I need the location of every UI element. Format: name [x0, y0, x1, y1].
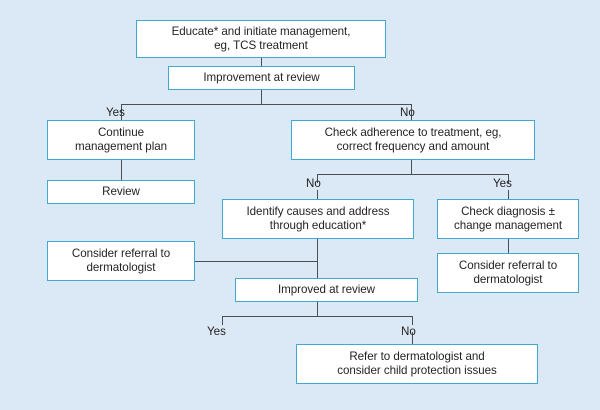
- connector-adherence-yes-drop: [508, 174, 510, 183]
- connector-improvement-split-bar: [121, 104, 412, 106]
- node-continue-management-plan[interactable]: Continue management plan: [47, 120, 195, 160]
- node-identify-line2: through education*: [269, 219, 367, 232]
- connector-improvement-no-drop: [411, 104, 413, 113]
- branch-label-adherence-no: No: [306, 177, 321, 190]
- node-refer-child-line2: consider child protection issues: [337, 364, 497, 377]
- branch-label-adherence-yes: Yes: [493, 177, 512, 190]
- node-adherence-line1: Check adherence to treatment, eg,: [324, 125, 502, 139]
- node-continue-line2: management plan: [74, 140, 168, 153]
- node-referral-left-line2: dermatologist: [86, 261, 156, 274]
- node-adherence-line2: correct frequency and amount: [336, 140, 490, 153]
- connector-improvement-no-stem: [411, 112, 413, 120]
- connector-improved-no-stem: [412, 332, 414, 344]
- connector-improvement-down: [261, 90, 263, 105]
- connector-improvement-yes-stem: [121, 112, 123, 120]
- connector-adherence-no-stem: [317, 190, 319, 199]
- connector-continue-to-review: [121, 160, 123, 180]
- node-improved-at-review[interactable]: Improved at review: [235, 278, 418, 302]
- node-identify-causes[interactable]: Identify causes and address through educ…: [222, 199, 414, 239]
- node-educate-initiate-management[interactable]: Educate* and initiate management, eg, TC…: [136, 20, 386, 58]
- connector-improved-down: [317, 302, 319, 317]
- node-improvement-at-review[interactable]: Improvement at review: [168, 66, 355, 90]
- connector-educate-to-improvement: [261, 58, 263, 66]
- node-consider-referral-left[interactable]: Consider referral to dermatologist: [47, 241, 195, 281]
- node-refer-dermatologist-child-protection[interactable]: Refer to dermatologist and consider chil…: [296, 344, 538, 384]
- node-improved-line1: Improved at review: [277, 282, 376, 296]
- connector-referral-left-to-spine: [195, 261, 318, 263]
- connector-adherence-yes-stem: [508, 190, 510, 199]
- connector-identify-to-improved: [317, 239, 319, 280]
- node-educate-line2: eg, TCS treatment: [214, 39, 308, 52]
- connector-improved-yes-drop: [222, 316, 224, 325]
- node-referral-right-line1: Consider referral to: [458, 258, 558, 272]
- node-improvement-line1: Improvement at review: [203, 70, 320, 84]
- node-referral-right-line2: dermatologist: [473, 273, 543, 286]
- node-refer-child-line1: Refer to dermatologist and: [349, 349, 485, 363]
- node-educate-line1: Educate* and initiate management,: [171, 24, 351, 38]
- branch-label-improved-yes: Yes: [207, 325, 226, 338]
- connector-diagnosis-to-referral-right: [508, 239, 510, 253]
- connector-adherence-no-drop: [317, 174, 319, 183]
- branch-label-improvement-yes: Yes: [106, 106, 125, 119]
- node-referral-left-line1: Consider referral to: [71, 246, 171, 260]
- connector-adherence-split-bar: [317, 174, 509, 176]
- node-diagnosis-line1: Check diagnosis ±: [461, 204, 555, 218]
- node-continue-line1: Continue: [97, 125, 144, 139]
- connector-improved-no-drop: [412, 316, 414, 325]
- connector-improvement-yes-drop: [121, 104, 123, 113]
- node-identify-line1: Identify causes and address: [246, 204, 390, 218]
- node-diagnosis-line2: change management: [453, 219, 563, 232]
- node-review[interactable]: Review: [47, 180, 195, 204]
- branch-label-improvement-no: No: [400, 106, 415, 119]
- connector-improved-split-bar: [222, 316, 413, 318]
- node-check-diagnosis[interactable]: Check diagnosis ± change management: [437, 199, 579, 239]
- node-check-adherence[interactable]: Check adherence to treatment, eg, correc…: [291, 120, 535, 160]
- node-consider-referral-right[interactable]: Consider referral to dermatologist: [437, 253, 579, 293]
- node-review-line1: Review: [102, 184, 140, 198]
- branch-label-improved-no: No: [401, 325, 416, 338]
- connector-adherence-down: [411, 160, 413, 175]
